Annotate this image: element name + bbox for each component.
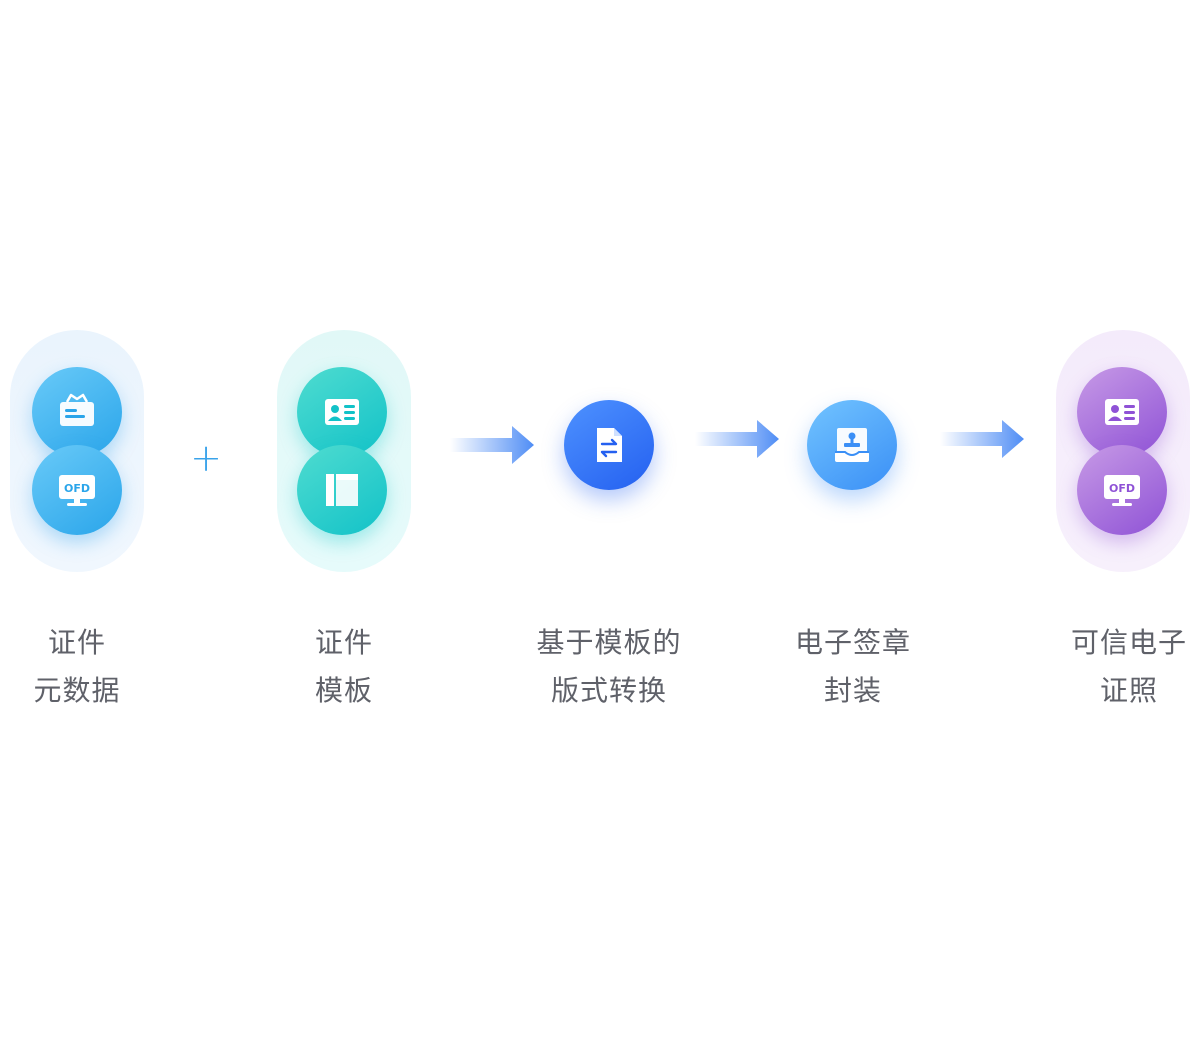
- label-line-1: 证件: [314, 626, 373, 659]
- metadata-id-card-circle: [32, 367, 122, 457]
- ofd-monitor-icon: OFD: [59, 475, 95, 506]
- certificate-ofd-circle: OFD: [1077, 445, 1167, 535]
- flow-arrow-3: [940, 420, 1024, 458]
- id-card-icon: [60, 393, 94, 426]
- label-line-2: 模板: [314, 674, 373, 707]
- certificate-contact-card-circle: [1077, 367, 1167, 457]
- label-line-1: 基于模板的: [536, 626, 682, 659]
- label-line-2: 证照: [1099, 674, 1158, 707]
- flow-arrow-1: [450, 426, 534, 464]
- contact-card-icon: [325, 399, 359, 425]
- ofd-monitor-icon: OFD: [1104, 475, 1140, 506]
- label-line-1: 可信电子: [1070, 626, 1187, 659]
- label-line-2: 版式转换: [550, 674, 667, 707]
- plus-operator: +: [190, 436, 222, 480]
- contact-card-icon: [1105, 399, 1139, 425]
- label-line-1: 证件: [47, 626, 106, 659]
- label-line-2: 封装: [823, 674, 882, 707]
- step-label-metadata: 证件 元数据: [0, 619, 154, 715]
- label-line-1: 电子签章: [794, 626, 911, 659]
- step-label-signature: 电子签章 封装: [772, 619, 934, 715]
- layout-template-icon: [326, 474, 358, 506]
- seal-stamp-icon: [835, 428, 869, 462]
- signature-circle: [807, 400, 897, 490]
- conversion-circle: [564, 400, 654, 490]
- step-label-template: 证件 模板: [266, 619, 422, 715]
- document-swap-icon: [597, 428, 622, 462]
- template-layout-circle: [297, 445, 387, 535]
- metadata-ofd-circle: OFD: [32, 445, 122, 535]
- ofd-text: OFD: [64, 482, 90, 495]
- step-label-certificate: 可信电子 证照: [1058, 619, 1200, 715]
- template-contact-card-circle: [297, 367, 387, 457]
- label-line-2: 元数据: [33, 674, 121, 707]
- ofd-text: OFD: [1109, 482, 1135, 495]
- step-label-conversion: 基于模板的 版式转换: [514, 619, 704, 715]
- flow-arrow-2: [695, 420, 779, 458]
